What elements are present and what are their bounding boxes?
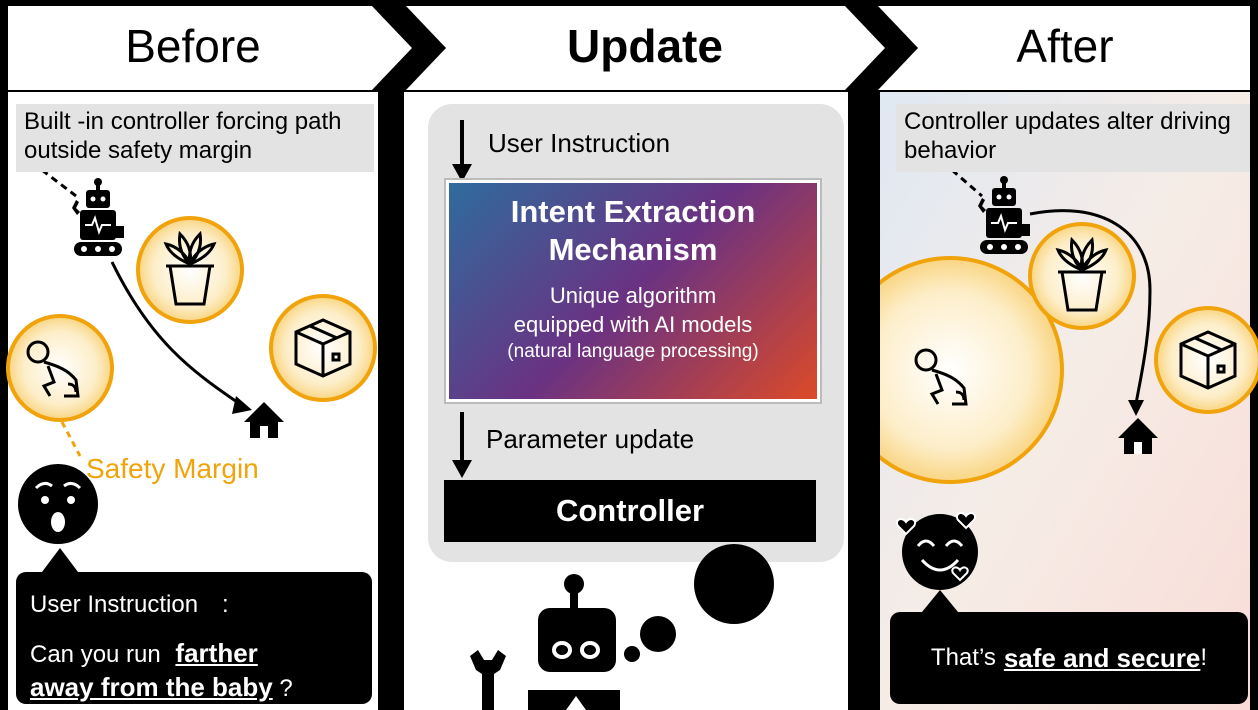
after-caption: Controller updates alter driving behavio…	[896, 104, 1250, 172]
before-caption: Built -in controller forcing path outsid…	[16, 104, 374, 172]
home-icon	[244, 402, 284, 438]
bubble-title: User Instruction :	[30, 591, 229, 618]
robot-icon	[978, 176, 1030, 254]
bubble-suffix: ?	[272, 675, 293, 702]
heart-eyes-face-icon	[896, 512, 978, 590]
box-icon	[294, 318, 352, 378]
robot-icon	[470, 574, 620, 710]
safety-margin-label: Safety Margin	[86, 453, 259, 484]
intent-desc-3: (natural language processing)	[507, 341, 759, 362]
after-bubble-emph: safe and secure	[1003, 642, 1201, 673]
robot-icon	[72, 178, 124, 256]
intent-extraction-box: Intent Extraction Mechanism Unique algor…	[444, 178, 822, 404]
intent-desc-1: Unique algorithm	[549, 283, 717, 308]
chevron-right-icon	[845, 6, 918, 90]
baby-icon	[26, 340, 80, 398]
chevron-right-icon	[372, 6, 446, 90]
plant-icon	[1055, 236, 1109, 312]
after-bubble-suffix: !	[1200, 644, 1208, 671]
bubble-prefix: Can you run	[30, 641, 168, 668]
plant-icon	[163, 230, 217, 306]
header-before: Before	[125, 20, 261, 72]
intent-title: Intent Extraction Mechanism	[510, 194, 756, 267]
controller-box: Controller	[444, 480, 816, 542]
after-reaction-bubble: That’s safe and secure!	[890, 612, 1248, 704]
surprised-face-icon	[18, 464, 98, 544]
box-icon	[1179, 330, 1237, 390]
step-parameter-update: Parameter update	[486, 424, 695, 454]
baby-icon	[914, 348, 968, 406]
header-after: After	[1016, 20, 1114, 72]
bubble-emph-1: farther	[175, 638, 258, 668]
header-update: Update	[567, 20, 723, 72]
bubble-emph-2: away from the baby	[30, 672, 273, 702]
home-icon	[1118, 418, 1158, 454]
after-bubble-prefix: That’s	[930, 644, 996, 671]
intent-desc-2: equipped with AI models	[513, 312, 753, 337]
step-user-instruction: User Instruction	[488, 128, 671, 158]
before-instruction-bubble: User Instruction : Can you run farther a…	[16, 572, 372, 704]
